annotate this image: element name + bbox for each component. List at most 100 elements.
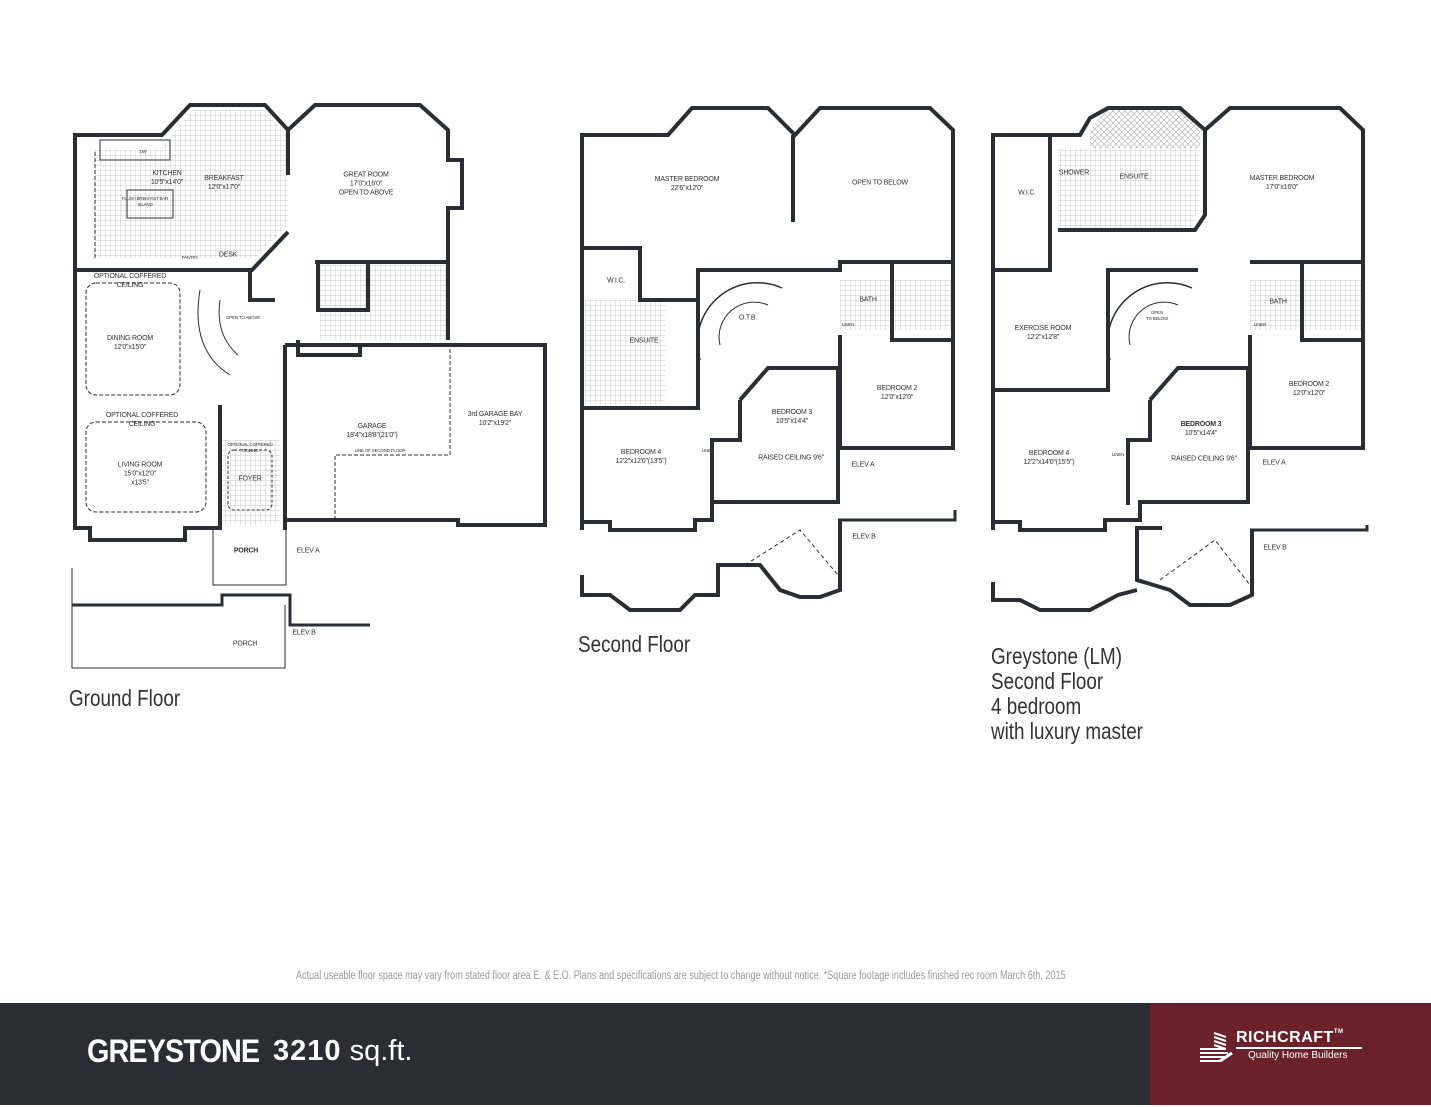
room-label-kitchen: KITCHEN 10'5"x14'0": [150, 169, 184, 187]
model-name: GREYSTONE: [87, 1033, 260, 1069]
note-line: OPTIONAL COFFERED: [93, 273, 167, 280]
room-size: 17'0"x16'0": [1265, 184, 1299, 191]
brand-panel: RICHCRAFTTM Quality Home Builders: [1150, 1003, 1431, 1105]
room-label-master: MASTER BEDROOM 22'6"x12'0": [654, 175, 720, 193]
area-value: 3210: [273, 1035, 342, 1067]
room-size: 10'2"x19'2": [478, 420, 512, 427]
room-label-porch-a: PORCH: [233, 547, 259, 555]
lm-second-floor-plan: [991, 106, 1369, 612]
second-floor-caption: Second Floor: [578, 631, 691, 657]
room-name: BEDROOM 4: [1028, 450, 1070, 457]
note-line: OPTIONAL COFFERED: [105, 412, 179, 419]
desk-label: DESK: [218, 251, 238, 259]
building-icon: [1200, 1032, 1233, 1063]
caption-line: with luxury master: [991, 718, 1143, 744]
room-name: EXERCISE ROOM: [1014, 325, 1072, 332]
note-line: CEILING: [128, 421, 156, 428]
room-label-porch-b: PORCH: [232, 640, 258, 648]
note-line: OPEN: [1151, 310, 1163, 315]
room-name: BEDROOM 2: [1288, 381, 1330, 388]
ground-floor-caption: Ground Floor: [69, 685, 181, 711]
raised-ceiling-label: RAISED CEILING 9'6": [758, 454, 824, 462]
room-name: BEDROOM 3: [1180, 421, 1222, 428]
lm-floor-caption: Greystone (LM) Second Floor 4 bedroom wi…: [991, 644, 1143, 744]
kitchen-tile: [95, 110, 288, 258]
room-size: x13'5": [131, 479, 149, 487]
elevation-a-label: ELEV A: [296, 547, 320, 555]
note-line: CEILING: [241, 448, 259, 453]
room-name: GARAGE: [357, 423, 387, 430]
living-coffered-label: OPTIONAL COFFERED CEILING: [106, 411, 178, 429]
room-label-foyer: FOYER: [238, 475, 262, 483]
open-to-below-stair-label: O.T.B.: [738, 314, 758, 322]
linen-label: LINEN: [1253, 322, 1267, 327]
second-floor-line-label: LINE OF SECOND FLOOR: [354, 448, 406, 453]
linen-label: LINEN: [1111, 452, 1125, 457]
note-line: CEILING: [116, 282, 144, 289]
room-size: 12'0"x12'0": [880, 394, 914, 401]
elevation-a-label: ELEV A: [1262, 459, 1286, 467]
caption-line: Greystone (LM): [991, 643, 1123, 669]
elevation-b-label: ELEV B: [292, 629, 316, 637]
room-label-bedroom-3: BEDROOM 3 10'5"x14'4": [772, 408, 812, 426]
trademark: TM: [1333, 1029, 1344, 1035]
room-name: KITCHEN: [152, 170, 182, 177]
room-label-bath: BATH: [1269, 298, 1287, 306]
room-size: 12'2"x12'0"(13'5"): [615, 458, 667, 465]
room-name: BEDROOM 3: [771, 409, 813, 416]
logo-divider: [1236, 1047, 1362, 1049]
island-bar: FLUSH BREKFAST BAR: [121, 196, 169, 201]
room-name: 3rd GARAGE BAY: [467, 411, 523, 418]
room-size: 10'5"x14'4": [1184, 430, 1218, 437]
room-size: 15'0"x12'0": [123, 470, 157, 478]
linen-label: LINEN: [701, 448, 715, 453]
room-name: MASTER BEDROOM: [654, 176, 720, 183]
floor-plans-drawing: [71, 103, 1369, 669]
room-name: GREAT ROOM: [343, 171, 389, 179]
logo-name: RICHCRAFT: [1236, 1029, 1334, 1046]
dishwasher-label: DW: [139, 149, 147, 154]
square-footage: 3210 sq.ft.: [273, 1035, 412, 1068]
note-line: OPTIONAL COFFERED: [227, 442, 273, 447]
caption-line: Second Floor: [991, 668, 1104, 694]
raised-ceiling-label: RAISED CEILING 9'6": [1171, 455, 1237, 463]
caption-line: 4 bedroom: [991, 693, 1082, 719]
laundry-tile: [320, 265, 448, 340]
footer-bar: GREYSTONE 3210 sq.ft. RICHCRAFTTM Qualit…: [0, 1003, 1431, 1105]
room-label-bedroom-2: BEDROOM 2 12'0"x12'0": [1289, 380, 1329, 398]
richcraft-logo: RICHCRAFTTM Quality Home Builders: [1198, 1029, 1368, 1069]
room-size: 17'0"x16'0": [349, 180, 383, 188]
room-label-ensuite: ENSUITE: [629, 337, 659, 345]
area-unit: sq.ft.: [349, 1035, 413, 1067]
room-size: 12'0"x12'0": [1292, 390, 1326, 397]
elevation-b-label: ELEV B: [1263, 544, 1287, 552]
room-size: 10'5"x14'0": [150, 179, 184, 186]
ground-floor-plan: [71, 103, 547, 669]
room-name: BREAKFAST: [204, 175, 244, 182]
open-to-below-label: OPEN TO BELOW: [852, 179, 908, 187]
logo-tagline: Quality Home Builders: [1248, 1050, 1348, 1061]
pantry-label: PANTRY: [181, 255, 199, 260]
room-label-ensuite: ENSUITE: [1119, 173, 1149, 181]
note-line: TO BELOW: [1145, 316, 1169, 321]
second-floor-plan: [580, 106, 957, 612]
linen-label: LINEN: [841, 322, 855, 327]
room-label-wic: W.I.C.: [1018, 189, 1036, 197]
room-size: 22'6"x12'0": [670, 185, 704, 192]
room-size: 10'5"x14'4": [775, 418, 809, 425]
room-label-garage: GARAGE 18'4"x18'8"(21'0"): [346, 422, 397, 440]
dining-coffered-label: OPTIONAL COFFERED CEILING: [94, 272, 166, 290]
room-size: 18'4"x18'8"(21'0"): [346, 432, 398, 439]
room-label-shower: SHOWER: [1058, 169, 1090, 177]
island-name: ISLAND: [137, 202, 153, 207]
room-note: OPEN TO ABOVE: [338, 189, 394, 197]
room-name: DINING ROOM: [106, 335, 154, 342]
